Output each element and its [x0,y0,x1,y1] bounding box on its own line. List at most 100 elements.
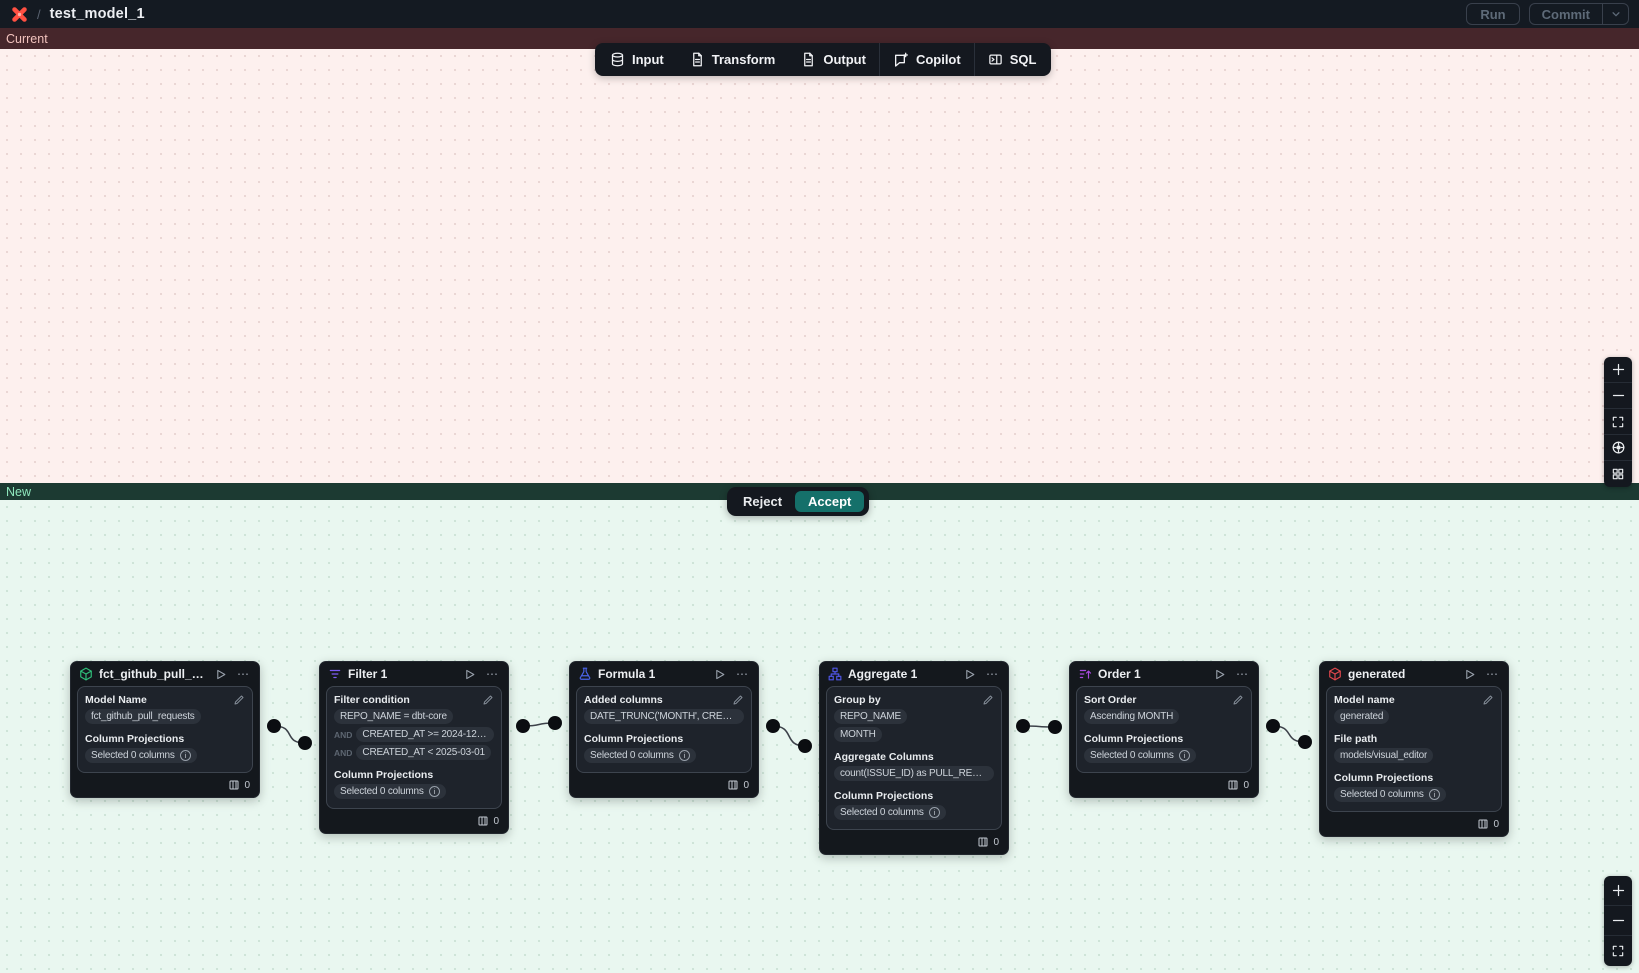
node-menu-button[interactable]: ⋯ [237,667,249,681]
node-menu-button[interactable]: ⋯ [736,667,748,681]
run-button[interactable]: Run [1466,3,1520,25]
value-chip[interactable]: CREATED_AT >= 2024-12-01 [356,727,494,742]
table-icon [228,779,240,791]
info-icon[interactable]: i [678,750,690,761]
play-icon [1213,668,1226,681]
node-menu-button[interactable]: ⋯ [986,667,998,681]
info-icon[interactable]: i [1178,750,1190,761]
reject-button[interactable]: Reject [732,491,793,512]
edit-pencil-icon[interactable] [1482,694,1494,709]
source-handle[interactable] [1016,719,1030,733]
edit-pencil-icon[interactable] [732,694,744,709]
source-handle[interactable] [766,719,780,733]
edit-pencil-icon[interactable] [982,694,994,709]
value-chip-text: REPO_NAME [840,711,901,722]
zoom-in-button[interactable] [1604,876,1632,906]
edit-pencil-icon[interactable] [233,694,245,709]
node-row-count: 0 [993,836,999,848]
value-chip[interactable]: REPO_NAME [834,709,907,724]
tile-button[interactable] [1604,461,1632,487]
play-icon [214,668,227,681]
node-menu-button[interactable]: ⋯ [486,667,498,681]
target-handle[interactable] [298,736,312,750]
value-chip[interactable]: REPO_NAME = dbt-core [334,709,453,724]
target-handle[interactable] [1298,735,1312,749]
node-footer: 0 [71,777,259,797]
node-header: generated⋯ [1320,662,1508,685]
toolbar-item-transform[interactable]: Transform [677,43,789,76]
filter-icon [328,667,342,681]
lock-icon [1611,440,1626,455]
info-icon[interactable]: i [928,807,940,818]
node-title: Filter 1 [348,667,388,681]
value-chip[interactable]: models/visual_editor [1334,748,1434,763]
toolbar-divider [973,43,975,76]
node-run-button[interactable] [461,668,478,681]
commit-button[interactable]: Commit [1530,4,1602,24]
value-chip[interactable]: Ascending MONTH [1084,709,1180,724]
value-chip[interactable]: generated [1334,709,1390,724]
node-menu-button[interactable]: ⋯ [1236,667,1248,681]
section-label: Column Projections [85,733,185,745]
section-label: Column Projections [584,733,684,745]
value-chip[interactable]: fct_github_pull_requests [85,709,201,724]
current-canvas[interactable] [0,49,1639,483]
zoom-out-button[interactable] [1604,906,1632,936]
zoom-out-button[interactable] [1604,383,1632,409]
section-label: File path [1334,733,1378,745]
edit-pencil-icon[interactable] [482,694,494,709]
info-icon[interactable]: i [428,786,440,797]
source-handle[interactable] [1266,719,1280,733]
node-run-button[interactable] [711,668,728,681]
node-menu-button[interactable]: ⋯ [1486,667,1498,681]
toolbar-item-output[interactable]: Output [788,43,879,76]
node-row-count: 0 [244,779,250,791]
zoom-in-button[interactable] [1604,357,1632,383]
target-handle[interactable] [1048,720,1062,734]
value-chip[interactable]: Selected 0 columns i [334,784,446,799]
fit-view-button[interactable] [1604,409,1632,435]
config-row: Ascending MONTH [1084,709,1244,724]
value-chip-text: count(ISSUE_ID) as PULL_REQUEST_… [840,768,988,779]
commit-dropdown-button[interactable] [1602,4,1628,24]
value-chip[interactable]: count(ISSUE_ID) as PULL_REQUEST_… [834,766,994,781]
edit-pencil-icon[interactable] [1232,694,1244,709]
fit-view-button[interactable] [1604,936,1632,966]
target-handle[interactable] [798,739,812,753]
value-chip[interactable]: MONTH [834,727,882,742]
source-handle[interactable] [267,719,281,733]
toolbar-item-copilot[interactable]: Copilot [880,43,974,76]
value-chip[interactable]: DATE_TRUNC('MONTH', CREATED_AT… [584,709,744,724]
section-label: Model Name [85,694,147,706]
section-label: Filter condition [334,694,410,706]
topbar: / test_model_1 Run Commit [0,0,1639,28]
target-handle[interactable] [548,716,562,730]
toolbar-item-input[interactable]: Input [597,43,677,76]
node-run-button[interactable] [212,668,229,681]
node-run-button[interactable] [1211,668,1228,681]
info-icon[interactable]: i [1428,789,1440,800]
source-handle[interactable] [516,719,530,733]
node-fct_github_pull_requests[interactable]: fct_github_pull_requests⋯Model Namefct_g… [70,661,260,798]
info-icon[interactable]: i [179,750,191,761]
toolbar-item-sql[interactable]: SQL [975,43,1050,76]
value-chip[interactable]: CREATED_AT < 2025-03-01 [356,745,491,760]
lock-button[interactable] [1604,435,1632,461]
dbt-logo-icon[interactable] [10,5,28,23]
accept-button[interactable]: Accept [795,491,865,512]
node-run-button[interactable] [961,668,978,681]
node-run-button[interactable] [1461,668,1478,681]
value-chip-text: Selected 0 columns [340,786,424,797]
table-icon [1477,818,1489,830]
